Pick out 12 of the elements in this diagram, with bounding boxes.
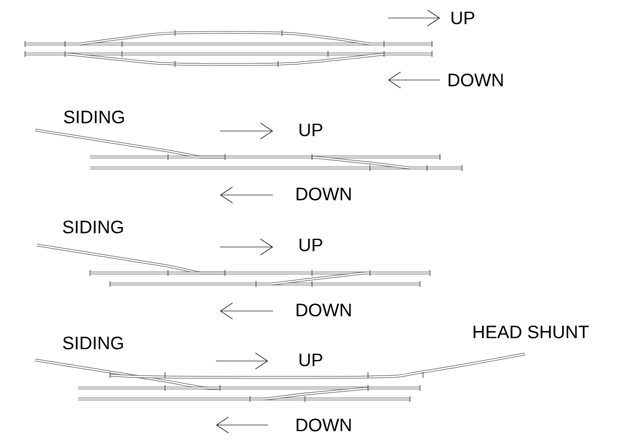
direction-label: UP bbox=[300, 238, 322, 252]
direction-label: DOWN bbox=[448, 74, 503, 86]
track-label: SIDING bbox=[63, 220, 123, 234]
track-label: SIDING bbox=[64, 110, 124, 124]
track-label: SIDING bbox=[63, 336, 123, 350]
direction-label: DOWN bbox=[296, 188, 351, 200]
direction-label: DOWN bbox=[296, 304, 351, 316]
direction-label: UP bbox=[300, 354, 322, 366]
direction-label: UP bbox=[452, 12, 474, 24]
direction-label: DOWN bbox=[296, 418, 351, 432]
track-label: HEAD SHUNT bbox=[474, 326, 589, 338]
direction-label: UP bbox=[300, 124, 322, 136]
